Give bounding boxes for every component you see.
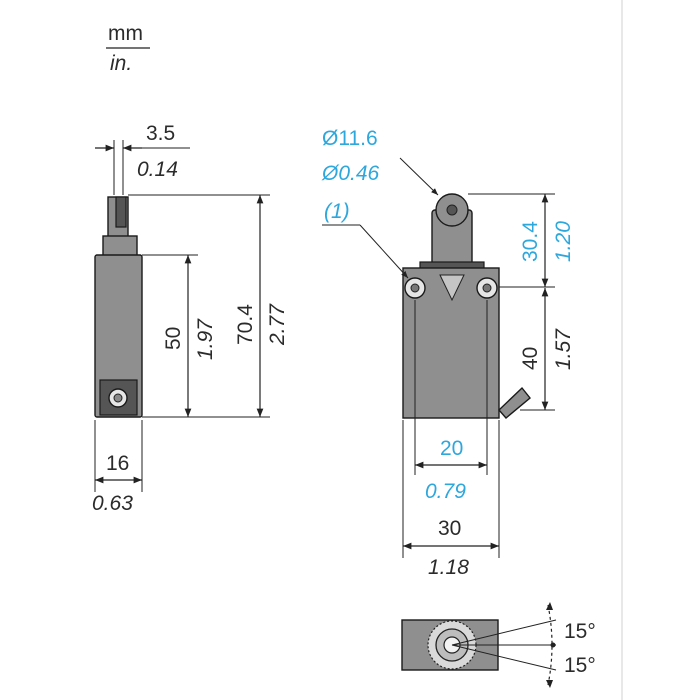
side-head bbox=[102, 235, 138, 257]
side-body-height-in: 1.97 bbox=[194, 318, 217, 360]
note-marker: (1) bbox=[324, 200, 350, 223]
side-lever-width-mm: 3.5 bbox=[146, 122, 175, 145]
side-total-height-mm: 70.4 bbox=[234, 304, 257, 345]
body-height-mm: 40 bbox=[519, 347, 542, 370]
body-height-in: 1.57 bbox=[552, 328, 575, 370]
side-lever-tip bbox=[115, 196, 127, 228]
side-width-in: 0.63 bbox=[92, 492, 133, 515]
unit-in: in. bbox=[110, 52, 132, 75]
side-body-height-mm: 50 bbox=[162, 327, 185, 350]
angle-upper: 15° bbox=[564, 620, 596, 643]
head-height-mm: 30.4 bbox=[519, 221, 542, 262]
side-total-height-in: 2.77 bbox=[266, 303, 289, 346]
head-height-in: 1.20 bbox=[552, 221, 575, 262]
front-cable-gland bbox=[498, 386, 531, 419]
width-mm: 30 bbox=[438, 517, 461, 540]
side-view: 3.5 0.14 50 1.97 70.4 2.77 16 0.63 bbox=[92, 122, 289, 515]
roller-diameter-mm: Ø11.6 bbox=[322, 127, 378, 150]
side-width-mm: 16 bbox=[106, 452, 129, 475]
side-lever-width-in: 0.14 bbox=[137, 158, 178, 181]
angle-arc bbox=[547, 604, 553, 686]
units-legend: mm in. bbox=[106, 22, 150, 75]
front-view: Ø11.6 Ø0.46 (1) 30.4 1.20 40 1.57 20 0.7… bbox=[321, 127, 575, 579]
side-body bbox=[94, 254, 143, 418]
roller-diameter-in: Ø0.46 bbox=[321, 162, 380, 185]
top-view: 15° 15° bbox=[401, 602, 596, 688]
unit-mm: mm bbox=[108, 22, 143, 45]
hole-spacing-mm: 20 bbox=[440, 437, 463, 460]
width-in: 1.18 bbox=[428, 556, 469, 579]
angle-lower: 15° bbox=[564, 654, 596, 677]
hole-spacing-in: 0.79 bbox=[425, 480, 466, 503]
